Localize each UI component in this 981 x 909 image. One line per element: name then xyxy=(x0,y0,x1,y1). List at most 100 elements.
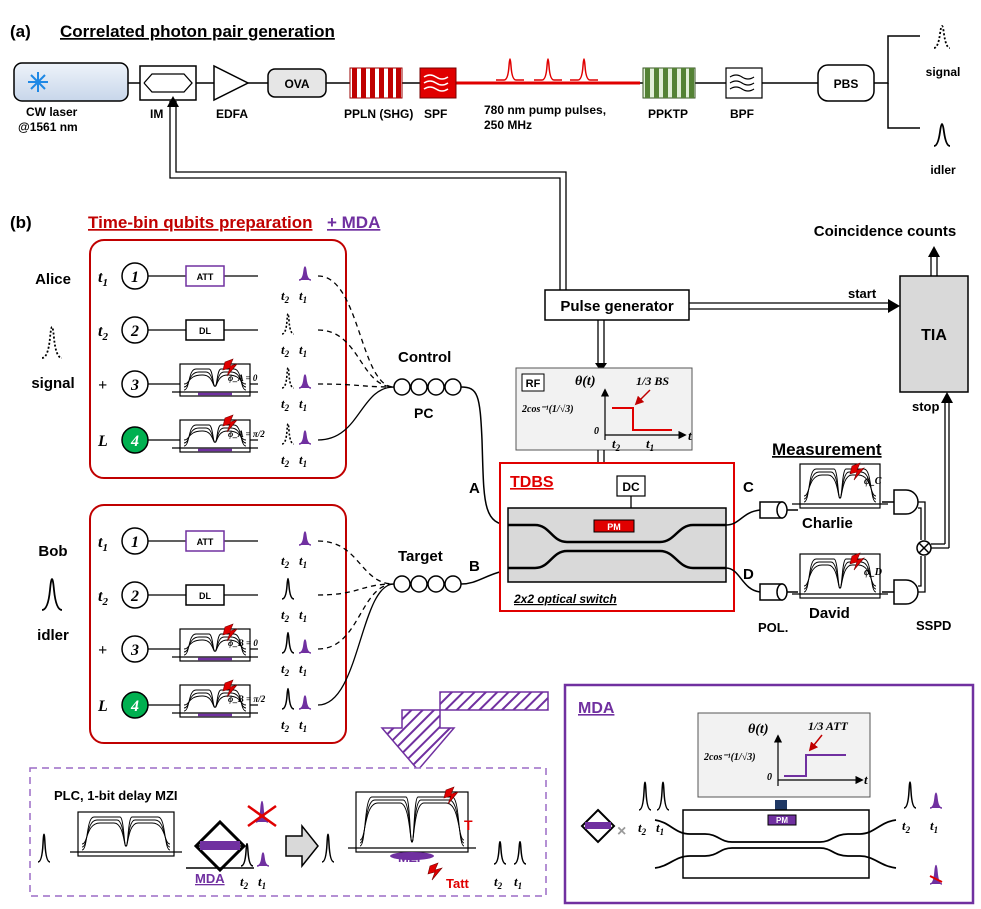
mda-out-bottom-cross-icon xyxy=(929,875,943,883)
signal-pulse-icon xyxy=(933,25,951,49)
tdbs-label: TDBS xyxy=(510,474,554,491)
fiber-a xyxy=(460,386,511,526)
rf-t1-label: t1 xyxy=(646,436,654,453)
bob-row-3-heater-icon xyxy=(222,623,238,642)
mda-small-label: MDA xyxy=(195,871,225,886)
alice-row-4-t1-label: t1 xyxy=(299,452,307,469)
pulse-generator-label: Pulse generator xyxy=(560,298,674,315)
pulse-generator-box xyxy=(544,289,690,321)
mda-pm-block xyxy=(767,814,797,826)
start-label: start xyxy=(848,286,877,301)
charlie-heater-icon xyxy=(849,462,865,481)
alice-dl-label: DL xyxy=(199,326,211,336)
bob-dl-box xyxy=(185,584,225,606)
charlie-label: Charlie xyxy=(802,515,853,532)
sspd-c-icon xyxy=(893,489,919,515)
bob-row-2-t1-label: t1 xyxy=(299,607,307,624)
section-b-title-2: + MDA xyxy=(327,213,380,232)
spf-filter xyxy=(419,67,457,99)
charlie-mzi xyxy=(792,463,888,509)
alice-row-1-pulse-t1 xyxy=(298,266,312,281)
alice-row-4-fiber xyxy=(317,386,395,441)
bob-row-3-number: 3 xyxy=(130,642,139,659)
mda-in-t2-label: t2 xyxy=(638,820,647,837)
mzi-out-pulse-t1 xyxy=(513,841,527,865)
mda-diamond-icon xyxy=(186,819,254,873)
bob-row-4-phase-label: ϕ_B = π/2 xyxy=(228,694,266,704)
pump-pulses xyxy=(496,58,598,81)
mda-in-t1-label: t1 xyxy=(656,820,664,837)
bob-row-2-number: 2 xyxy=(130,588,139,605)
control-pc-icon xyxy=(393,378,462,396)
ppktp-label: PPKTP xyxy=(648,107,688,121)
rf-t2-label: t2 xyxy=(612,436,621,453)
section-a-tag: (a) xyxy=(10,22,31,41)
rf-cos-label: 2cos⁻¹(1/√3) xyxy=(521,404,574,415)
spf-label: SPF xyxy=(424,107,447,121)
alice-att-box xyxy=(185,265,225,287)
alice-row-2-t1-label: t1 xyxy=(299,342,307,359)
target-label: Target xyxy=(398,548,443,565)
tia-out-cable xyxy=(930,256,938,276)
alice-row-1-t1-label: t1 xyxy=(299,288,307,305)
alice-row-1-number: 1 xyxy=(131,269,139,286)
ppktp-crystal xyxy=(642,67,696,99)
plc-input-pulse xyxy=(37,833,51,863)
edfa-label: EDFA xyxy=(216,107,248,121)
mda-att-pointer xyxy=(808,734,823,752)
bob-row-1-number: 1 xyxy=(131,534,139,551)
alice-row-4-pulse-t2 xyxy=(281,422,295,445)
alice-row-2-symbol: t2 xyxy=(98,323,108,343)
sspd-cables xyxy=(918,400,950,593)
alice-row-1-symbol: t1 xyxy=(98,269,108,289)
section-b-title-1: Time-bin qubits preparation xyxy=(88,213,312,232)
bob-row-3-mzi xyxy=(172,628,258,662)
bob-row-4-pulse-t1 xyxy=(298,695,312,710)
pm-label: PM xyxy=(607,522,621,532)
bob-row-4-heater-icon xyxy=(222,679,238,698)
alice-row-4-pulse-t1 xyxy=(298,430,312,445)
section-a-title: Correlated photon pair generation xyxy=(60,22,335,41)
bs-pointer xyxy=(634,389,651,406)
mda-in-pulse-t1 xyxy=(656,781,670,811)
bob-row-4-number: 4 xyxy=(130,698,139,715)
mda-out-top-pulse xyxy=(903,781,917,809)
bob-row-1-pulse-t1 xyxy=(298,531,312,546)
alice-signal-label: signal xyxy=(31,375,74,392)
mda-right-diamond-icon: × xyxy=(580,808,626,844)
alice-row-4-t2-label: t2 xyxy=(281,452,290,469)
mda-hatch-arrow xyxy=(380,691,549,772)
dc-label: DC xyxy=(622,480,640,494)
section-b-tag: (b) xyxy=(10,213,32,232)
ppln-label: PPLN (SHG) xyxy=(344,107,413,121)
bob-row-4-t2-label: t2 xyxy=(281,717,290,734)
mda-pm-label: PM xyxy=(776,816,788,825)
rf-plot-box xyxy=(515,367,693,451)
bob-row-1-t1-label: t1 xyxy=(299,553,307,570)
mda-out-pulse-t2 xyxy=(240,843,254,867)
pump-label-1: 780 nm pump pulses, xyxy=(484,103,606,117)
alice-row-4-number: 4 xyxy=(130,433,139,450)
mda-out-top-t1-label: t1 xyxy=(930,818,938,835)
alice-row-1-t2-label: t2 xyxy=(281,288,290,305)
pbs-signal-fiber xyxy=(874,35,920,84)
mda-out-top-t2-label: t2 xyxy=(902,818,911,835)
measurement-mzis xyxy=(792,462,888,599)
sspd-label: SSPD xyxy=(916,618,951,633)
bob-row-1-t2-label: t2 xyxy=(281,553,290,570)
coincidence-label: Coincidence counts xyxy=(814,223,957,240)
bob-label: Bob xyxy=(38,543,67,560)
mzi-input-pulse xyxy=(321,833,335,863)
mda-switch-waveguides xyxy=(654,819,897,869)
tia-out-arrow xyxy=(928,246,940,257)
bob-row-2-symbol: t2 xyxy=(98,588,108,608)
alice-row-4-mzi xyxy=(172,419,258,453)
alice-row-3-t2-label: t2 xyxy=(281,396,290,413)
control-label: Control xyxy=(398,349,451,366)
mda-out-pulse-t1 xyxy=(256,852,270,867)
pump-label-2: 250 MHz xyxy=(484,118,532,132)
rf-tag-box xyxy=(521,373,545,392)
bs-label: 1/3 BS xyxy=(636,374,669,388)
bpf-label: BPF xyxy=(730,107,754,121)
start-arrow xyxy=(888,299,900,313)
